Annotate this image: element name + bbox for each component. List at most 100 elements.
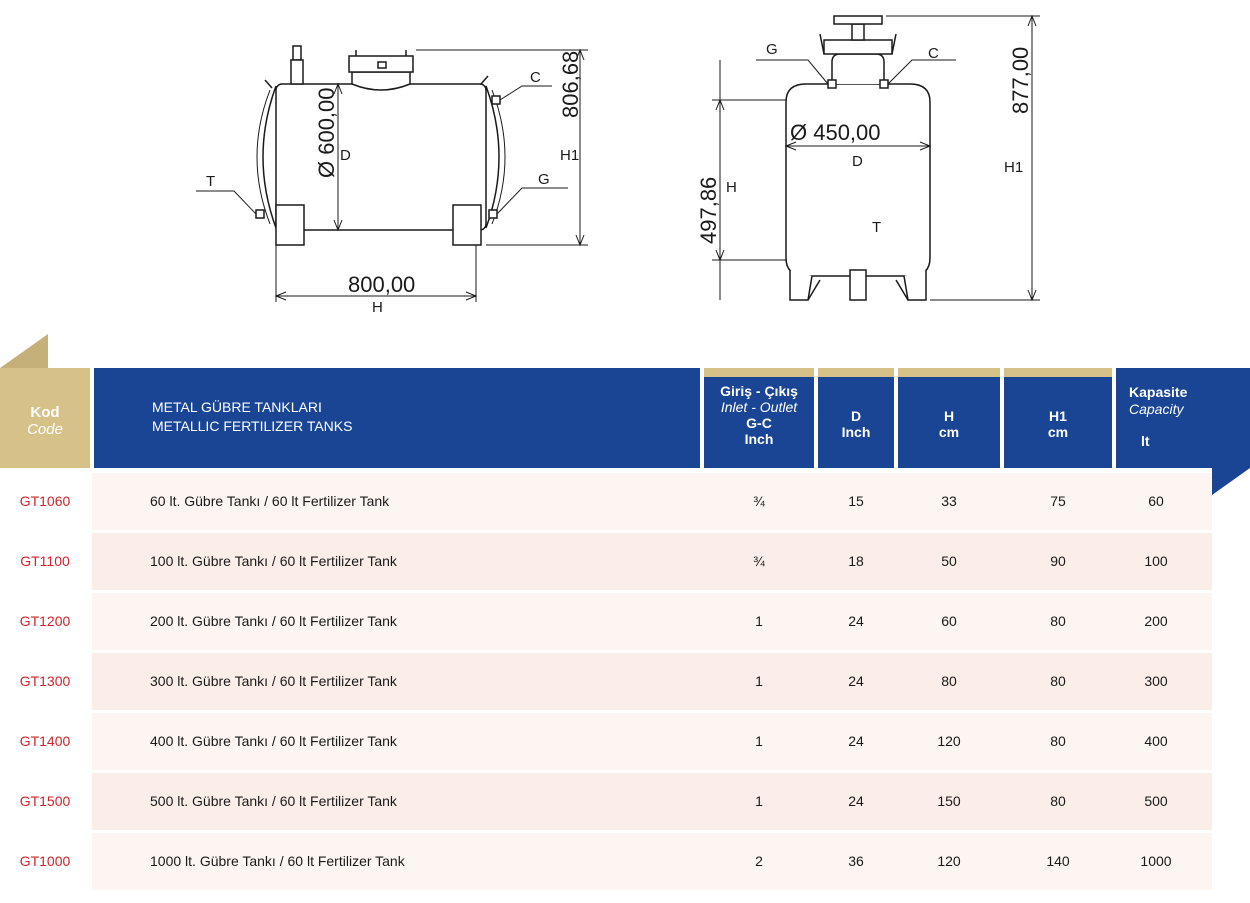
table-row: GT1400 400 lt. Gübre Tankı / 60 lt Ferti… (0, 713, 1250, 770)
row-gc: 1 (755, 613, 763, 629)
row-d: 24 (848, 733, 864, 749)
row-d: 18 (848, 553, 864, 569)
table-row: GT1200 200 lt. Gübre Tankı / 60 lt Ferti… (0, 593, 1250, 650)
horizontal-tank-labels: Ø 600,00 D 806,68 H1 800,00 H C G T (206, 51, 583, 316)
horizontal-width-label: 800,00 (348, 272, 415, 297)
row-code: GT1000 (19, 853, 71, 869)
header-code-label: Code (27, 421, 63, 438)
row-capacity: 400 (1144, 733, 1168, 749)
row-code: GT1100 (20, 553, 70, 569)
horizontal-tank-drawing (196, 45, 588, 302)
vertical-g-label: G (766, 41, 778, 58)
row-h1: 90 (1050, 553, 1066, 569)
vertical-d-label: D (852, 153, 863, 170)
horizontal-dia-label: Ø 600,00 (314, 87, 339, 178)
header-title-cell: METAL GÜBRE TANKLARI METALLIC FERTILIZER… (94, 368, 700, 468)
header-h1-line2: cm (1047, 424, 1069, 440)
header-gc-cell: Giriş - Çıkış Inlet - Outlet G-C Inch (704, 368, 814, 468)
row-gc: 2 (755, 853, 763, 869)
kod-corner-decoration (0, 334, 48, 368)
row-gc: 1 (755, 793, 763, 809)
horizontal-c-label: C (530, 69, 541, 86)
row-gc: 1 (755, 673, 763, 689)
vertical-tank-drawing (712, 14, 1040, 302)
header-code-cell: Kod Code (0, 368, 90, 468)
row-d: 24 (848, 793, 864, 809)
row-description: 1000 lt. Gübre Tankı / 60 lt Fertilizer … (150, 853, 405, 869)
row-h: 120 (937, 853, 961, 869)
row-d: 36 (848, 853, 864, 869)
header-d-cell: D Inch (818, 368, 894, 468)
header-cap-line3: lt (1141, 433, 1150, 449)
row-h1: 80 (1050, 673, 1066, 689)
header-h1-cell: H1 cm (1004, 368, 1112, 468)
row-d: 15 (848, 493, 864, 509)
row-h1: 80 (1050, 613, 1066, 629)
row-capacity: 60 (1148, 493, 1164, 509)
vertical-t-label: T (872, 219, 881, 236)
vertical-h-label: H (726, 179, 737, 196)
row-description: 60 lt. Gübre Tankı / 60 lt Fertilizer Ta… (150, 493, 390, 509)
vertical-dia-label: Ø 450,00 (790, 120, 881, 145)
header-d-line1: D (850, 408, 862, 424)
horizontal-height-label: 806,68 (558, 51, 583, 118)
table-row: GT1060 60 lt. Gübre Tankı / 60 lt Fertil… (0, 473, 1250, 530)
row-code: GT1060 (19, 493, 71, 509)
table-row: GT1300 300 lt. Gübre Tankı / 60 lt Ferti… (0, 653, 1250, 710)
horizontal-g-label: G (538, 171, 550, 188)
row-h: 33 (941, 493, 957, 509)
table-row: GT1000 1000 lt. Gübre Tankı / 60 lt Fert… (0, 833, 1250, 890)
tank-drawings: Ø 600,00 D 806,68 H1 800,00 H C G T (196, 14, 1040, 316)
row-h1: 80 (1050, 733, 1066, 749)
header-title-tr: METAL GÜBRE TANKLARI (152, 399, 322, 415)
row-h: 120 (937, 733, 961, 749)
vertical-h1-label: H1 (1004, 159, 1023, 176)
table-row: GT1500 500 lt. Gübre Tankı / 60 lt Ferti… (0, 773, 1250, 830)
vertical-c-label: C (928, 45, 939, 62)
vertical-tank-labels: G C Ø 450,00 D 877,00 H1 497,86 H T (696, 41, 1033, 244)
row-h1: 140 (1046, 853, 1070, 869)
horizontal-t-label: T (206, 173, 215, 190)
vertical-body-height-label: 497,86 (696, 177, 721, 244)
header-cap-line1: Kapasite (1129, 384, 1188, 400)
header-h1-line1: H1 (1049, 408, 1067, 424)
horizontal-h-label: H (372, 299, 383, 316)
row-description: 500 lt. Gübre Tankı / 60 lt Fertilizer T… (150, 793, 397, 809)
header-title-en: METALLIC FERTILIZER TANKS (152, 418, 353, 434)
capacity-corner-decoration (1204, 465, 1250, 495)
table-row: GT1100 100 lt. Gübre Tankı / 60 lt Ferti… (0, 533, 1250, 590)
row-code: GT1500 (19, 793, 71, 809)
header-h-line1: H (943, 408, 955, 424)
header-d-line2: Inch (841, 424, 871, 440)
horizontal-h1-label: H1 (560, 147, 579, 164)
row-capacity: 100 (1144, 553, 1168, 569)
row-capacity: 300 (1144, 673, 1168, 689)
header-h-line2: cm (938, 424, 960, 440)
row-description: 400 lt. Gübre Tankı / 60 lt Fertilizer T… (150, 733, 397, 749)
header-capacity-cell: Kapasite Capacity lt (1116, 368, 1250, 468)
row-description: 100 lt. Gübre Tankı / 60 lt Fertilizer T… (150, 553, 397, 569)
row-gc: ¾ (753, 493, 765, 509)
row-h: 80 (941, 673, 957, 689)
row-code: GT1200 (19, 613, 71, 629)
row-code: GT1300 (19, 673, 71, 689)
row-h: 50 (941, 553, 957, 569)
row-capacity: 500 (1144, 793, 1168, 809)
header-gc-line1: Giriş - Çıkış (720, 383, 798, 399)
row-capacity: 200 (1144, 613, 1168, 629)
vertical-total-height-label: 877,00 (1008, 47, 1033, 114)
row-gc: 1 (755, 733, 763, 749)
header-kod-label: Kod (30, 404, 60, 421)
header-cap-line2: Capacity (1129, 401, 1184, 417)
row-h1: 80 (1050, 793, 1066, 809)
header-gc-line2: Inlet - Outlet (720, 399, 798, 415)
header-gc-line3: G-C (746, 415, 772, 431)
row-gc: ¾ (753, 553, 765, 569)
row-d: 24 (848, 613, 864, 629)
header-gc-line4: Inch (744, 431, 774, 447)
row-h1: 75 (1050, 493, 1066, 509)
row-description: 300 lt. Gübre Tankı / 60 lt Fertilizer T… (150, 673, 397, 689)
row-code: GT1400 (19, 733, 71, 749)
header-h-cell: H cm (898, 368, 1000, 468)
row-description: 200 lt. Gübre Tankı / 60 lt Fertilizer T… (150, 613, 397, 629)
